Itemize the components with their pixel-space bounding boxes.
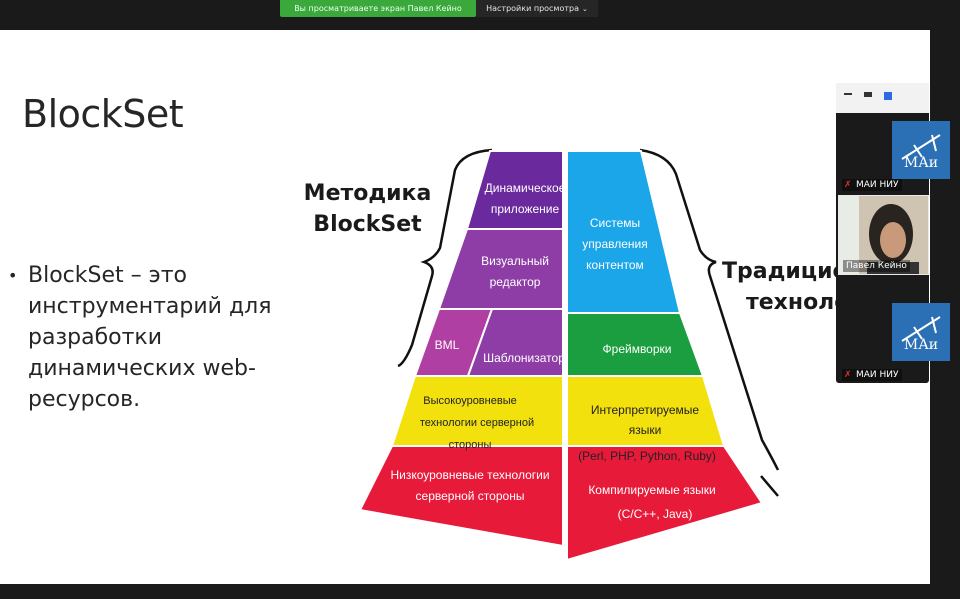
tpl-text: Шаблонизатор [483, 351, 565, 365]
cms-line-1: Системы [590, 216, 640, 230]
participant-name: ✗МАИ НИУ [842, 179, 902, 191]
right-brace [639, 148, 780, 471]
block-highlevel [390, 375, 564, 447]
mic-muted-icon: ✗ [844, 370, 852, 380]
comp-line-1: Компилируемые языки [588, 483, 715, 497]
traditional-line-1: Традицио [722, 259, 848, 284]
bullet-text: BlockSet – это инструментарий для разраб… [28, 263, 272, 412]
bullet-dot: • [8, 266, 18, 285]
view-options-label: Настройки просмотра [486, 4, 580, 13]
block-cms [566, 150, 682, 314]
participant-tile[interactable]: МАи ✗МАИ НИУ [838, 115, 950, 193]
block-compiled [566, 445, 764, 562]
airplane-icon [901, 316, 941, 342]
top-bar: Вы просматриваете экран Павел Кейно Наст… [0, 0, 960, 30]
participant-tile-video[interactable]: Павел Кейно [838, 195, 929, 275]
fw-text: Фреймворки [603, 342, 672, 356]
vis-line-2: редактор [490, 275, 541, 289]
logo-text: МАи [903, 337, 939, 353]
minimize-icon[interactable] [844, 93, 852, 95]
traditional-label: Традицио техноло [722, 256, 930, 318]
panel-toolbar [836, 83, 929, 113]
participant-video [839, 196, 928, 274]
interp-line-2: языки [629, 423, 662, 437]
gallery-view-icon[interactable] [884, 92, 892, 100]
dyn-line-2: приложение [491, 202, 560, 216]
ll-line-2: серверной стороны [416, 489, 525, 503]
block-visual-editor [437, 228, 564, 310]
pyramid-diagram: Динамическое приложение Визуальный редак… [358, 148, 780, 562]
vis-line-1: Визуальный [481, 254, 549, 268]
methodika-line-1: Методика [303, 181, 432, 206]
cms-line-3: контентом [586, 258, 644, 272]
participant-name: Павел Кейно [843, 260, 910, 272]
mai-logo: МАи [892, 303, 950, 361]
shared-slide: BlockSet • BlockSet – это инструментарий… [0, 30, 930, 584]
traditional-line-2: техноло [746, 290, 850, 315]
airplane-icon [901, 134, 941, 160]
cms-line-2: управления [582, 237, 647, 251]
slide-title: BlockSet [22, 92, 184, 136]
methodika-line-2: BlockSet [313, 212, 422, 237]
participant-name: ✗МАИ НИУ [842, 369, 902, 381]
interp-line-3: (Perl, PHP, Python, Ruby) [578, 449, 716, 463]
comp-line-2: (C/C++, Java) [618, 507, 693, 521]
bottom-bar [0, 584, 930, 599]
dyn-line-1: Динамическое [485, 181, 566, 195]
participants-panel: МАи ✗МАИ НИУ Павел Кейно МАи ✗МАИ НИУ [836, 83, 950, 383]
ll-line-1: Низкоуровневые технологии [390, 468, 549, 482]
speaker-view-icon[interactable] [864, 92, 872, 97]
chevron-down-icon: ⌄ [582, 5, 588, 13]
block-lowlevel [358, 445, 564, 548]
share-notice: Вы просматриваете экран Павел Кейно [280, 0, 476, 17]
participant-tile[interactable]: МАи ✗МАИ НИУ [838, 275, 950, 383]
logo-text: МАи [903, 155, 939, 171]
hl-line-1: Высокоуровневые [423, 395, 516, 407]
mic-muted-icon: ✗ [844, 180, 852, 190]
view-options-button[interactable]: Настройки просмотра⌄ [476, 0, 598, 17]
hl-line-3: стороны [449, 439, 492, 451]
bullet-item: • BlockSet – это инструментарий для разр… [8, 260, 298, 415]
mai-logo: МАи [892, 121, 950, 179]
hl-line-2: технологии серверной [420, 417, 534, 429]
bml-text: BML [435, 338, 460, 352]
left-brace [397, 148, 493, 368]
right-brace-end [760, 475, 779, 497]
person-silhouette [839, 196, 928, 274]
methodika-label: Методика BlockSet [300, 178, 435, 240]
interp-line-1: Интерпретируемые [591, 403, 700, 417]
